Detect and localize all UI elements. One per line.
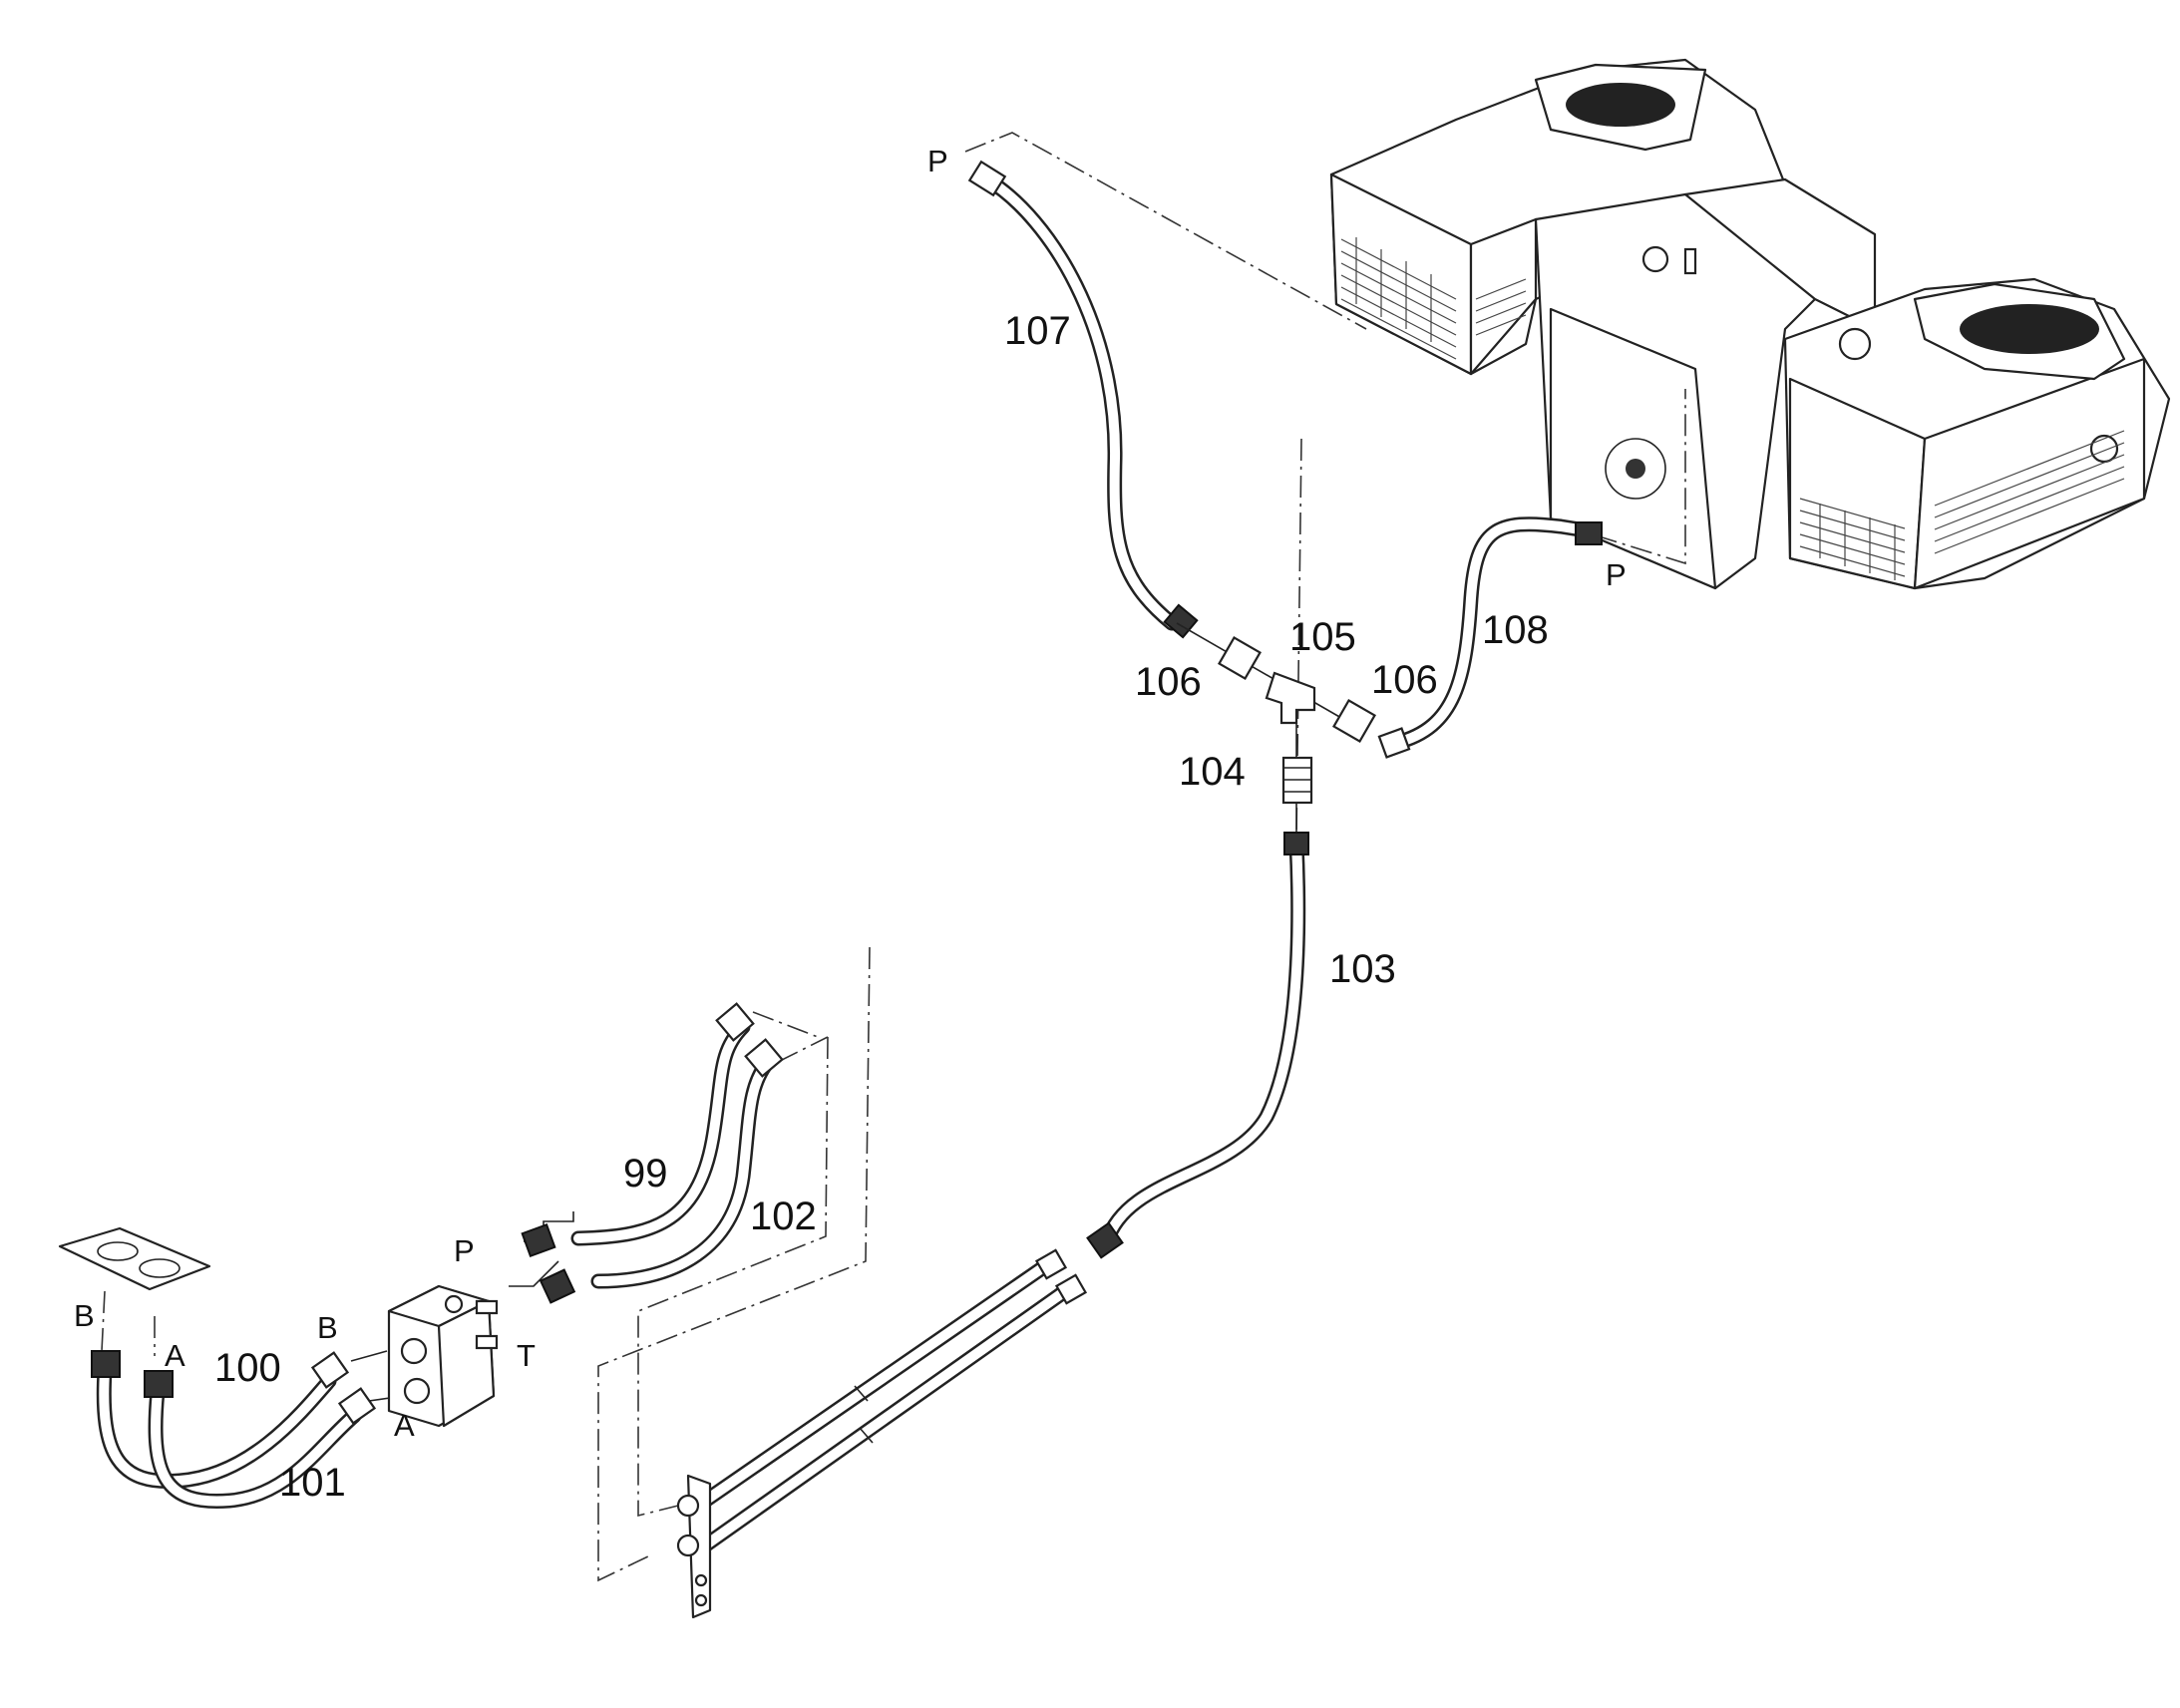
callout-108: 108 [1482,608,1549,652]
callout-106-right: 106 [1371,658,1438,702]
callout-100: 100 [214,1346,281,1390]
callout-106-left: 106 [1135,660,1202,704]
adapter-106-left [1218,636,1262,680]
hose-101 [144,1370,377,1510]
tee-105 [1265,671,1316,725]
callout-103: 103 [1329,947,1396,991]
port-label-t-valve: T [517,1338,536,1373]
hose-100 [91,1350,350,1490]
pipe-bracket-assembly [676,1248,1088,1619]
callout-107: 107 [1004,309,1071,353]
hose-108 [1377,516,1603,759]
port-label-p-right: P [1606,557,1627,592]
right-vent-grille [1799,498,1906,580]
port-plate [58,1226,211,1291]
machine-frame-assembly [1329,58,2171,590]
port-label-p-valve: P [454,1233,475,1268]
port-label-a-valve: A [394,1408,415,1443]
callout-102: 102 [750,1195,817,1238]
right-side-vent-grille [1934,430,2125,554]
tee-fitting-group [1176,622,1376,843]
hose-99 [521,1002,755,1258]
callout-101: 101 [279,1461,346,1505]
port-label-b-plate: B [74,1298,95,1333]
hose-107 [967,160,1199,639]
hose-103 [1086,832,1309,1259]
left-side-vent-grille [1475,278,1527,336]
callout-99: 99 [623,1152,668,1196]
hose-102 [539,1038,784,1304]
left-vent-grille [1340,237,1457,360]
callout-104: 104 [1179,750,1246,794]
valve-block [387,1284,499,1428]
port-label-p-top: P [927,144,948,178]
adapter-106-right [1332,699,1376,743]
port-label-a-plate: A [165,1338,185,1373]
callout-105: 105 [1289,615,1356,659]
port-label-b-valve: B [317,1310,338,1345]
